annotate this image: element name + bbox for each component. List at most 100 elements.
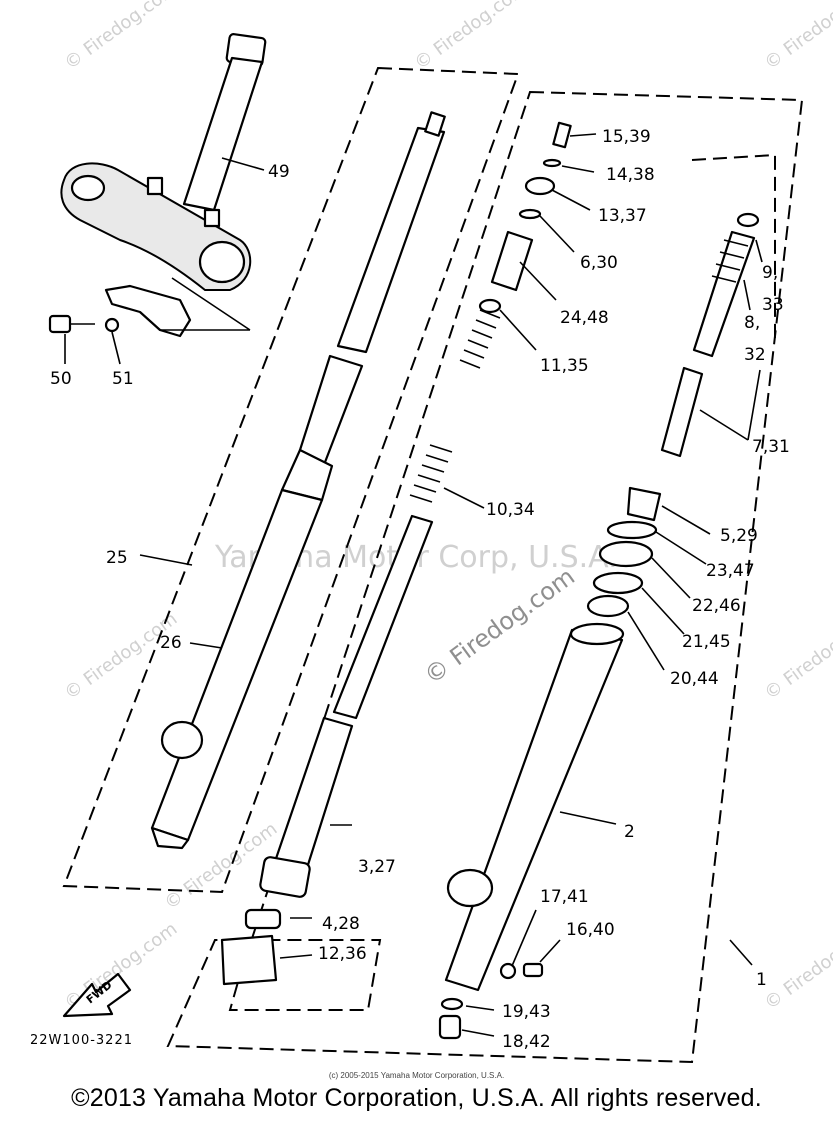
outer-tube-group: [139, 111, 446, 850]
leader-14-38: [561, 165, 595, 173]
damper-rod: [332, 514, 434, 720]
callout-7-31: 7,31: [752, 437, 790, 457]
callout-22-46: 22,46: [692, 596, 741, 616]
steering-stem-shaft: [182, 56, 264, 212]
watermark-corner-5: © Firedog.com: [761, 608, 833, 704]
axle-boss-2: [446, 868, 494, 908]
leader-21-45: [641, 587, 685, 635]
leader-23-47: [655, 531, 707, 565]
bolt-15-39: [552, 121, 572, 149]
watermark-corner-4: © Firedog.com: [61, 608, 182, 704]
leader-16-40: [539, 939, 561, 963]
steering-stem-assembly: [48, 33, 267, 365]
callout-13-37: 13,37: [598, 206, 647, 226]
bracket-clamp-right: [198, 240, 246, 284]
leader-17-41: [511, 909, 537, 967]
callout-15-39: 15,39: [602, 127, 651, 147]
lower-fork-assembly: [438, 486, 753, 1040]
leader-10-34: [443, 487, 485, 509]
leader-24-48: [519, 261, 557, 301]
callout-18-42: 18,42: [502, 1032, 551, 1052]
leader-7-31: [699, 409, 749, 441]
callout-10-34: 10,34: [486, 500, 535, 520]
inner-tube-upper: [336, 126, 446, 354]
watermark-diagonal: © Firedog.com: [419, 562, 580, 690]
leader-7-31-b: [747, 369, 761, 441]
leader-18-42: [461, 1029, 495, 1037]
leader-22-46: [651, 557, 691, 599]
leader-2: [559, 811, 617, 825]
outer-tube-group-outline: [62, 66, 520, 894]
callout-25: 25: [106, 548, 128, 568]
center-column: [220, 309, 501, 986]
leader-15-39: [569, 133, 597, 137]
callout-33: 33: [762, 295, 784, 315]
callout-16-40: 16,40: [566, 920, 615, 940]
callout-5-29: 5,29: [720, 526, 758, 546]
bolt-16-40: [522, 962, 544, 978]
oil-seal-12-36: [220, 934, 278, 986]
callout-26: 26: [160, 633, 182, 653]
callout-49: 49: [268, 162, 290, 182]
spacer-24-48: [490, 230, 534, 292]
callout-12-36: 12,36: [318, 944, 367, 964]
copyright-notice: ©2013 Yamaha Motor Corporation, U.S.A. A…: [71, 1084, 762, 1112]
leader-1: [729, 939, 753, 966]
ring-9-33: [736, 212, 760, 228]
group-outlines: [62, 66, 804, 1064]
guide-bush-20-44: [586, 594, 630, 618]
outer-tube-2-mouth: [569, 622, 625, 646]
fwd-arrow-shape: [62, 972, 132, 1018]
leader-26: [189, 642, 223, 649]
bracket-boss-2: [203, 208, 221, 228]
clip-14-38: [542, 158, 562, 168]
fork-spring-10-34: [409, 309, 501, 503]
leader-13-37: [551, 189, 591, 211]
washer-19-43: [440, 997, 464, 1011]
callout-50: 50: [50, 369, 72, 389]
leader-9-33: [755, 239, 763, 263]
tiny-credit-line: (c) 2005-2015 Yamaha Motor Corporation, …: [328, 1071, 505, 1080]
leader-19-43: [465, 1005, 495, 1011]
callout-32: 32: [744, 345, 766, 365]
callout-19-43: 19,43: [502, 1002, 551, 1022]
watermark-corner-1: © Firedog.com: [61, 0, 182, 74]
callout-1: 1: [756, 970, 767, 990]
oil-seal-22-46: [598, 540, 654, 568]
spring-coils-lower: [409, 444, 453, 503]
callout-8: 8,: [744, 313, 760, 333]
callout-14-38: 14,38: [606, 165, 655, 185]
outer-tube-bottom: [150, 826, 190, 850]
callout-17-41: 17,41: [540, 887, 589, 907]
drawing-code: 22W100-3221: [30, 1033, 133, 1048]
callout-3-27: 3,27: [358, 857, 396, 877]
leader-49: [221, 157, 265, 171]
clip-23-47: [606, 520, 658, 540]
o-ring-6-30: [518, 208, 542, 220]
leader-25: [139, 554, 193, 566]
callout-24-48: 24,48: [560, 308, 609, 328]
watermark-corner-3: © Firedog.com: [761, 0, 833, 74]
washer-51: [104, 317, 120, 333]
clamp-plate-leader: [160, 277, 251, 331]
leader-20-44: [627, 611, 665, 671]
leader-12-36: [279, 954, 313, 959]
spring-seat-11-35: [478, 298, 502, 314]
clamp-plate: [104, 284, 192, 338]
damper-rod-7-31-upper: [692, 230, 756, 358]
leader-6-30: [539, 215, 575, 253]
callout-2: 2: [624, 822, 635, 842]
damper-rod-7-31-lower: [660, 366, 704, 458]
washer-17-41: [499, 962, 517, 980]
piston-ring-3-27: [259, 856, 311, 898]
damper-rod-assembly: [660, 212, 763, 458]
dust-seal-5-29: [626, 486, 662, 522]
washer-21-45: [592, 571, 644, 595]
callout-21-45: 21,45: [682, 632, 731, 652]
inner-tube-cap: [424, 111, 446, 137]
callout-labels: 49 50 51 25 26 3,27 4,28 12,36 15,39 14,…: [50, 127, 790, 1052]
callout-23-47: 23,47: [706, 561, 755, 581]
callout-6-30: 6,30: [580, 253, 618, 273]
watermark-corner-7: © Firedog.com: [761, 918, 833, 1014]
